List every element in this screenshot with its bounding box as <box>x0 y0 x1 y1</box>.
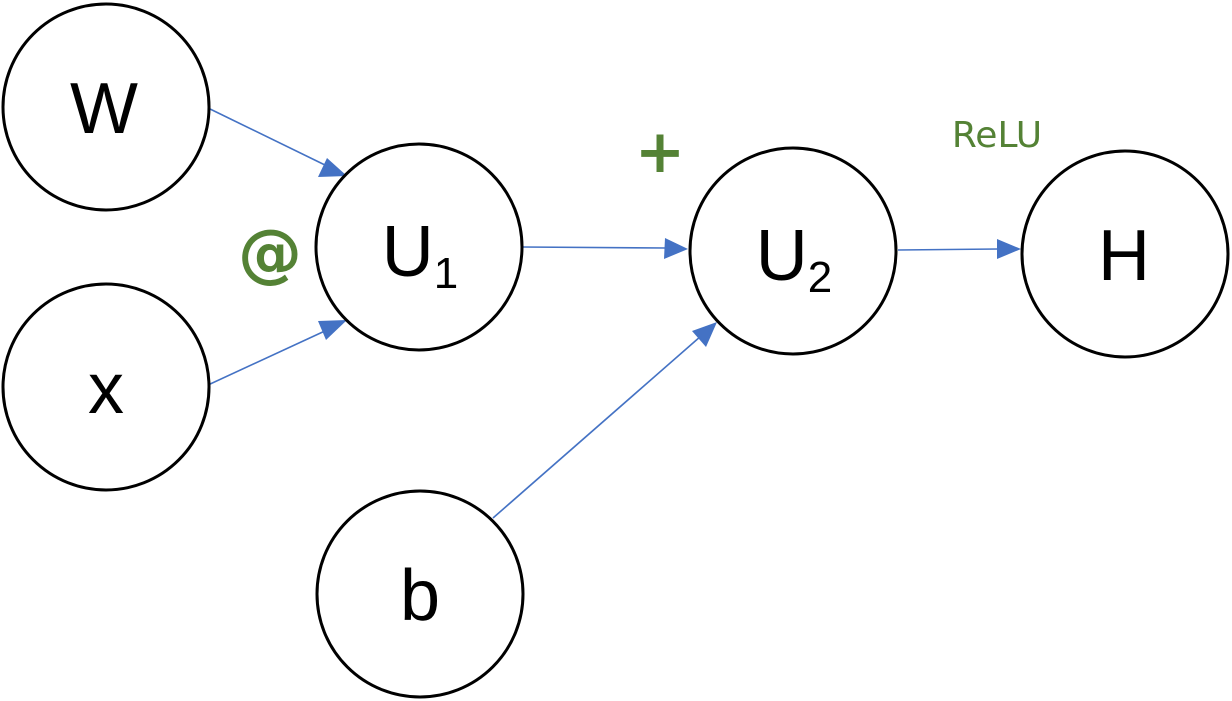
node-h: H <box>1020 149 1230 359</box>
edges <box>207 107 1021 519</box>
edge-b-to-u2 <box>492 322 717 519</box>
node-u2-main: U <box>756 216 808 296</box>
edge-x-to-u1 <box>207 320 347 386</box>
node-u2: U2 <box>688 146 898 356</box>
node-u1-subscript: 1 <box>434 249 458 298</box>
node-b: b <box>315 489 525 699</box>
node-u2-subscript: 2 <box>808 253 832 302</box>
relu-activation-label: ReLU <box>952 115 1042 156</box>
add-operator-label: + <box>635 117 685 187</box>
node-u1: U1 <box>314 142 524 352</box>
node-w: W <box>1 2 211 212</box>
node-x: x <box>1 282 211 492</box>
matmul-operator-label: @ <box>238 217 302 291</box>
node-u2-label: U2 <box>756 216 832 302</box>
node-w-label: W <box>70 69 138 149</box>
edge-u2-to-h <box>897 239 1021 259</box>
edge-w-to-u1 <box>207 107 347 177</box>
node-u1-label: U1 <box>382 212 458 298</box>
node-b-label: b <box>400 556 440 636</box>
node-h-label: H <box>1098 216 1150 296</box>
node-x-label: x <box>88 349 124 429</box>
edge-u1-to-u2 <box>521 238 688 259</box>
node-u1-main: U <box>382 212 434 292</box>
